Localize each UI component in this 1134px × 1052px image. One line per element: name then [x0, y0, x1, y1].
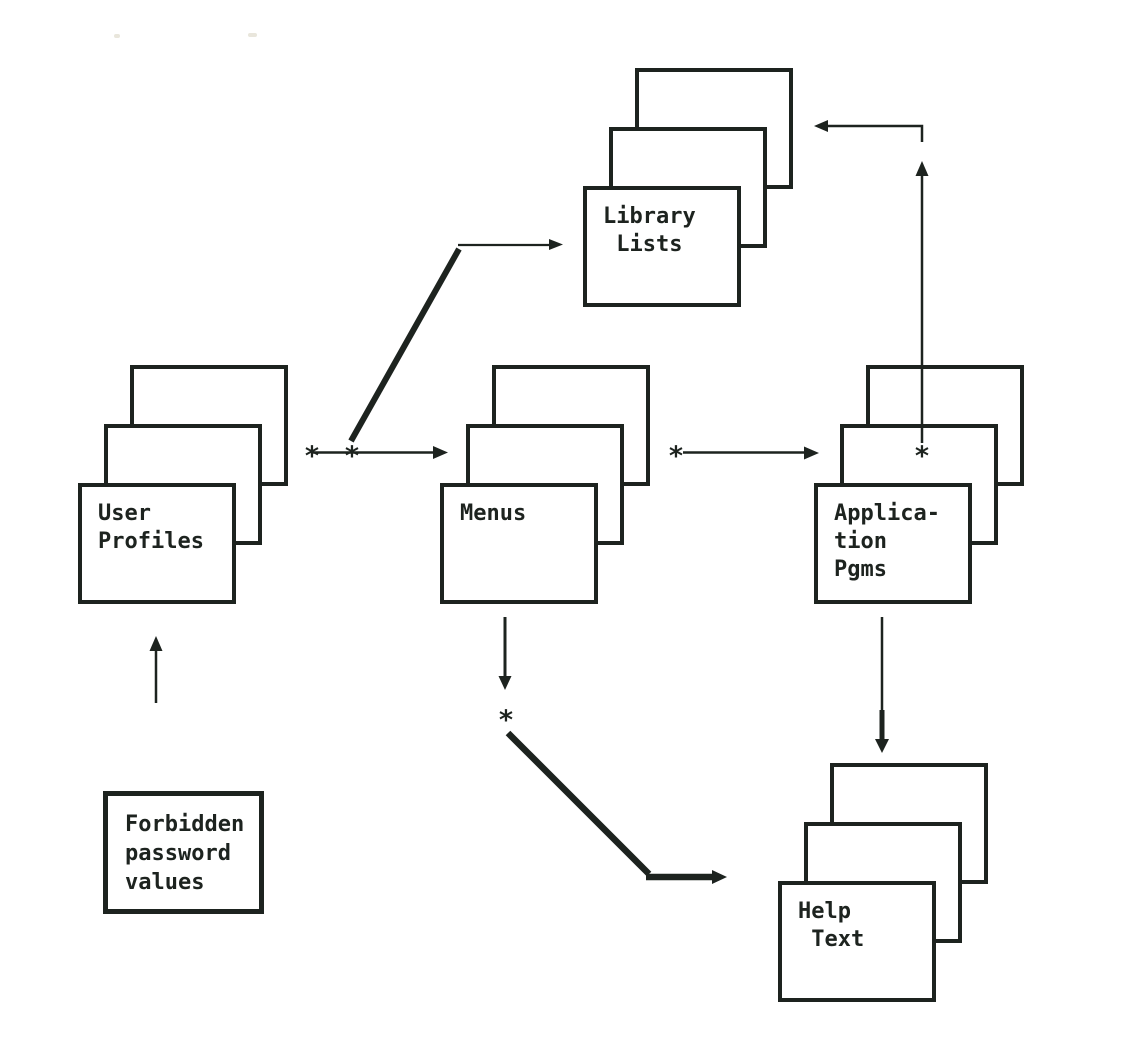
node-label: Menus: [460, 501, 527, 526]
arrowhead-into-menus: [433, 446, 448, 459]
scan-artifact-dot: [114, 34, 120, 38]
node-label: Library Lists: [603, 204, 696, 257]
multiplicity-marker: *: [498, 705, 514, 736]
arrowhead-into-help-text: [712, 870, 727, 884]
arrowhead-into-application-pgms: [804, 446, 819, 460]
arrowhead-menus-down: [498, 676, 512, 690]
edge-menus-to-help-diagonal: [505, 730, 652, 877]
stacked-box-front: Help Text: [778, 881, 936, 1002]
node-label: Help Text: [798, 899, 865, 952]
multiplicity-marker: *: [914, 441, 930, 472]
stacked-box-front: Menus: [440, 483, 598, 604]
multiplicity-marker: *: [344, 441, 360, 472]
stacked-box-front: Library Lists: [583, 186, 741, 307]
arrowhead-left-into-library-lists: [814, 120, 828, 132]
node-forbidden-password-values: Forbidden password values: [103, 791, 264, 914]
arrowhead-up-from-application-pgms: [915, 161, 929, 176]
stacked-box-front: Applica- tion Pgms: [814, 483, 972, 604]
edge-bend-into-library-lists: [820, 124, 924, 142]
arrowhead-into-library-lists: [549, 239, 563, 250]
node-label: Applica- tion Pgms: [834, 501, 940, 582]
arrowhead-application-pgms-down: [875, 739, 889, 753]
node-label: Forbidden password values: [125, 812, 245, 895]
multiplicity-marker: *: [668, 441, 684, 472]
arrowhead-into-user-profiles: [149, 636, 163, 651]
edge-link-to-library-lists-diagonal: [348, 247, 462, 443]
node-label: User Profiles: [98, 501, 204, 554]
stacked-box-front: User Profiles: [78, 483, 236, 604]
scan-artifact-dot: [248, 33, 257, 37]
multiplicity-marker: *: [304, 441, 320, 472]
